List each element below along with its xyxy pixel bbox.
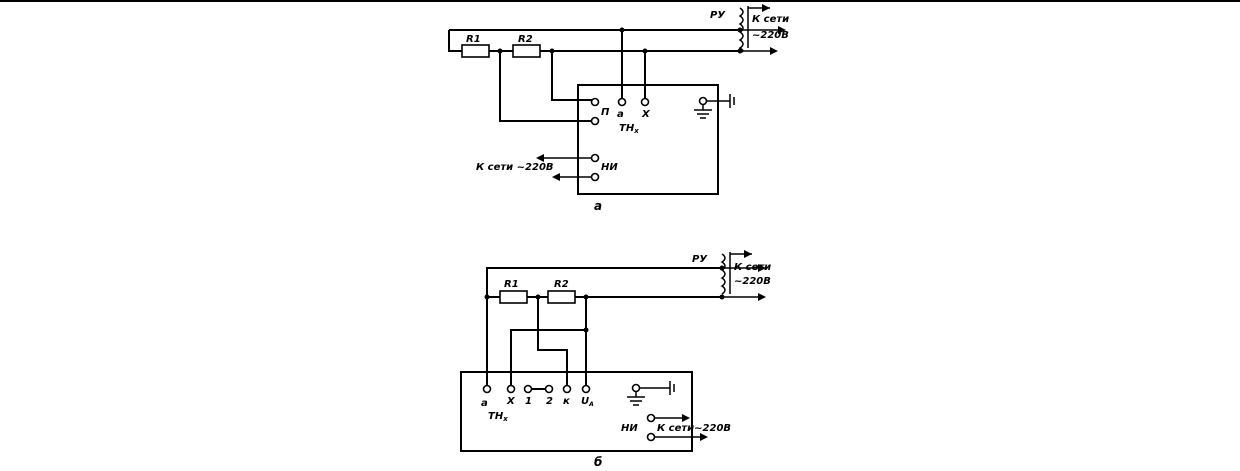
diagram-a-ground-terminal [698, 96, 708, 106]
diagram-b-resistor-r2 [547, 290, 576, 304]
diagram-b-terminal-2 [544, 384, 554, 394]
diagram-a-terminal-a [617, 97, 627, 107]
diagram-a-regulator-tap-arrow [762, 4, 770, 12]
diagram-b-label-mains-bottom: ~220В [734, 276, 771, 287]
diagram-a-junction-ru-bottom [737, 48, 743, 54]
diagram-a-label-x: Х [641, 109, 651, 120]
diagram-a-label-device: ТНx [619, 123, 639, 135]
diagram-b-junction-ru-bottom [719, 294, 725, 300]
diagram-a-out-arrowhead-2 [552, 173, 560, 181]
diagram-a-label-p: П [601, 107, 610, 118]
diagram-a-arrowhead-bottom [770, 47, 778, 55]
diagram-b-terminal-k [562, 384, 572, 394]
diagram-b-ground-terminal [631, 383, 641, 393]
diagram-a-resistor-r2 [512, 44, 541, 58]
diagram-b-regulator-tap-arrow [744, 250, 752, 258]
diagram-a-label-indicator: НИ [601, 162, 618, 173]
diagram-b-label-u: UA [581, 396, 594, 408]
diagram-b-label-regulator: РУ [692, 254, 708, 265]
diagram-b-label-mains-top: К сети [734, 262, 771, 273]
diagram-a-terminal-ni1 [590, 153, 600, 163]
diagram-b-arrowhead-bottom [758, 293, 766, 301]
diagram-a-terminal-x [640, 97, 650, 107]
diagram-b-label-device: ТНx [488, 411, 508, 423]
diagram-b-terminal-ni2 [646, 432, 656, 442]
diagram-b-junction-ru-top [719, 265, 725, 271]
diagram-b-out-arrowhead-2 [700, 433, 708, 441]
diagram-b-label-indicator: НИ [621, 423, 638, 434]
diagram-b-regulator-coil [720, 253, 726, 295]
diagram-a-arrowhead-top [778, 26, 786, 34]
diagram-b-label-x: Х [506, 396, 516, 407]
diagram-b-label-k: к [563, 396, 570, 407]
diagram-b-label-1: 1 [525, 396, 532, 407]
diagram-a-label-r1: R1 [466, 34, 481, 45]
diagram-a-out-arrowhead-1 [536, 154, 544, 162]
diagram-a-terminal-p2 [590, 116, 600, 126]
diagram-b-terminal-x [506, 384, 516, 394]
diagram-a-junction-ru-top [737, 27, 743, 33]
diagram-a-terminal-p1 [590, 97, 600, 107]
diagram-b-label-mains-out: К сети~220В [657, 423, 731, 434]
diagram-a-wire-p-top [551, 51, 595, 101]
diagram-b-wire-x [510, 329, 586, 386]
diagram-b-junction-left [484, 294, 490, 300]
diagram-b-label-a: а [481, 398, 488, 409]
diagram-a-wire-p-bottom [499, 51, 595, 122]
diagram-b-terminal-ni1 [646, 413, 656, 423]
diagram-b-top-rail [486, 267, 722, 386]
diagram-b-label-r2: R2 [554, 279, 569, 290]
diagram-a-terminal-ni2 [590, 172, 600, 182]
diagram-b-label-r1: R1 [504, 279, 519, 290]
diagram-b-terminal-a [482, 384, 492, 394]
diagram-b-caption: б [594, 455, 602, 469]
diagram-b-terminal-u [581, 384, 591, 394]
diagram-b-terminal-1 [523, 384, 533, 394]
diagram-a-resistor-r1 [461, 44, 490, 58]
diagram-b-label-2: 2 [546, 396, 553, 407]
diagram-b: R1 R2 РУ К сети ~220В а Х 1 2 к UA ТНx Н… [460, 250, 771, 469]
diagram-b-out-arrowhead-1 [682, 414, 690, 422]
diagram-a-label-mains-bottom: ~220В [752, 30, 789, 41]
diagram-a-label-mains-out: К сети ~220В [476, 162, 554, 173]
diagram-b-wire-k [537, 297, 568, 386]
diagram-a-label-regulator: РУ [710, 10, 726, 21]
diagram-b-arrowhead-top [758, 264, 766, 272]
diagram-b-resistor-r1 [499, 290, 528, 304]
diagram-a-label-r2: R2 [518, 34, 533, 45]
diagram-a: R1 R2 РУ К сети ~220В П а Х ТНx НИ К сет… [448, 4, 789, 213]
diagram-a-caption: а [594, 199, 602, 213]
diagram-a-label-mains-top: К сети [752, 14, 789, 25]
diagram-a-top-rail [448, 30, 462, 52]
diagram-a-label-a: а [617, 109, 624, 120]
